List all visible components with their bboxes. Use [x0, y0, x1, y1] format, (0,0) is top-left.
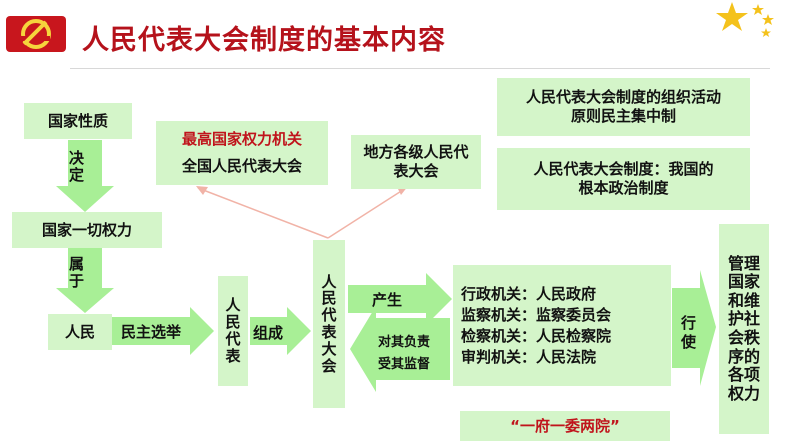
title-divider: [70, 68, 770, 69]
organ-judicial: 审判机关：人民法院: [461, 347, 597, 366]
highest-organ-note: 最高国家权力机关: [181, 130, 302, 149]
label-produce: 产生: [372, 291, 403, 309]
node-all-power: 国家一切权力: [12, 212, 162, 248]
page-title: 人民代表大会制度的基本内容: [82, 25, 446, 56]
arrow-exercise: [672, 270, 716, 386]
arrow-responsible: [350, 306, 450, 392]
label-compose: 组成: [253, 324, 284, 342]
node-state-nature: 国家性质: [24, 103, 132, 139]
label-decide: 决定: [69, 149, 85, 185]
party-emblem-icon: [6, 10, 68, 56]
label-belong: 属于: [69, 255, 85, 291]
label-supervise: 受其监督: [378, 357, 431, 372]
npc-label: 全国人民代表大会: [181, 157, 302, 175]
organ-supervisory: 监察机关：监察委员会: [461, 305, 612, 324]
arrow-belong: [56, 247, 114, 313]
arrow-decide: [56, 140, 114, 212]
star-icon: [712, 0, 782, 40]
arrow-compose: [250, 307, 311, 355]
node-congress: 人民代表大会: [313, 240, 345, 408]
connector-congress-to-npc: [197, 187, 329, 239]
label-election: 民主选举: [121, 323, 182, 341]
node-highest-organ: 最高国家权力机关 全国人民代表大会: [156, 121, 328, 185]
arrow-election: [112, 307, 214, 355]
label-responsible: 对其负责: [378, 335, 431, 350]
arrowhead-npc: [196, 186, 208, 195]
label-exercise: 行使: [681, 314, 697, 351]
node-one-gov: “一府一委两院”: [460, 411, 670, 441]
organ-administrative: 行政机关：人民政府: [461, 284, 597, 303]
node-people: 人民: [48, 314, 112, 350]
node-state-organs: 行政机关：人民政府 监察机关：监察委员会 检察机关：人民检察院 审判机关：人民法…: [453, 265, 671, 386]
node-fundamental: 人民代表大会制度：我国的根本政治制度: [497, 148, 750, 210]
node-principle: 人民代表大会制度的组织活动原则民主集中制: [497, 78, 750, 136]
node-representatives: 人民代表: [218, 276, 248, 386]
organ-procuratorial: 检察机关：人民检察院: [461, 326, 612, 345]
node-powers: 管理国家和维护社会秩序的各项权力: [719, 224, 769, 434]
node-local-congress: 地方各级人民代表大会: [351, 135, 481, 189]
connector-congress-to-local: [327, 187, 407, 239]
